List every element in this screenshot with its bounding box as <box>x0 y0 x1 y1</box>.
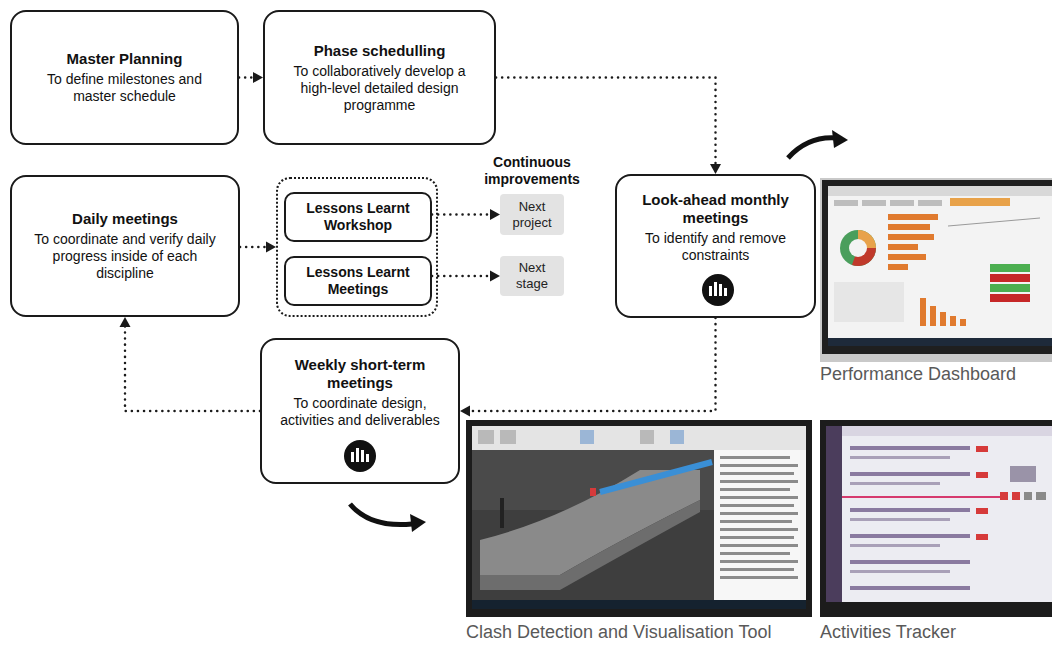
connector-line <box>125 326 260 411</box>
node-body: To coordinate and verify daily progress … <box>24 231 226 282</box>
node-body: To collaboratively develop a high-level … <box>277 63 482 114</box>
lesson-title: Lessons Learnt Meetings <box>294 264 422 298</box>
dotted-connector <box>120 317 261 411</box>
chart-icon <box>702 274 734 306</box>
arrow-head <box>266 242 276 253</box>
chart-icon <box>344 440 376 472</box>
process-box: Phase schedulling To collaboratively deve… <box>263 10 496 145</box>
caption-label: Performance Dashboard <box>820 364 1050 385</box>
arrow-head <box>490 271 500 282</box>
connector-line <box>432 213 491 216</box>
pointer-arrow <box>350 504 426 532</box>
arrow-head <box>253 72 263 83</box>
connector-line <box>432 275 491 278</box>
dashboard-screenshot <box>820 178 1052 362</box>
group-box: Lessons Learnt WorkshopLessons Learnt Me… <box>276 177 438 317</box>
pointer-arrow <box>788 130 848 158</box>
lesson-box: Lessons Learnt Meetings <box>284 256 432 306</box>
dotted-connector <box>432 271 500 282</box>
connector-line <box>496 78 716 166</box>
dotted-connector <box>460 318 716 417</box>
outcome-box: Next stage <box>500 256 564 296</box>
note-label: Continuous improvements <box>482 154 582 188</box>
caption-label: Clash Detection and Visualisation Tool <box>466 622 812 643</box>
connector-line <box>240 246 267 249</box>
process-box: Weekly short-term meetingsTo coordinate … <box>260 338 460 484</box>
dotted-connector <box>239 72 263 83</box>
arrow-head <box>710 164 721 174</box>
lesson-title: Lessons Learnt Workshop <box>294 200 422 234</box>
arrow-head <box>460 406 470 417</box>
outcome-text: Next project <box>504 199 560 231</box>
node-body: To identify and remove constraints <box>629 230 802 264</box>
process-box: Look-ahead monthly meetingsTo identify a… <box>615 174 816 318</box>
connector-line <box>469 318 716 411</box>
node-heading: Look-ahead monthly meetings <box>629 191 802 227</box>
outcome-box: Next project <box>500 194 564 235</box>
activities-tracker-screenshot <box>820 420 1052 617</box>
connector-line <box>239 76 254 79</box>
node-heading: Weekly short-term meetings <box>274 356 446 392</box>
caption-label: Activities Tracker <box>820 622 1050 643</box>
clash-detection-screenshot <box>466 420 812 617</box>
node-heading: Phase schedulling <box>314 42 446 60</box>
node-heading: Daily meetings <box>72 210 178 228</box>
arrow-head <box>490 209 500 220</box>
node-body: To coordinate design, activities and del… <box>274 395 446 429</box>
dotted-connector <box>432 209 500 220</box>
outcome-text: Next stage <box>504 260 560 292</box>
node-body: To define milestones and master schedule <box>24 71 225 105</box>
node-heading: Master Planning <box>67 50 183 68</box>
arrow-head <box>120 317 131 327</box>
process-box: Daily meetings To coordinate and verify d… <box>10 175 240 317</box>
process-box: Master Planning To define milestones and … <box>10 10 239 145</box>
dotted-connector <box>240 242 276 253</box>
lesson-box: Lessons Learnt Workshop <box>284 192 432 242</box>
